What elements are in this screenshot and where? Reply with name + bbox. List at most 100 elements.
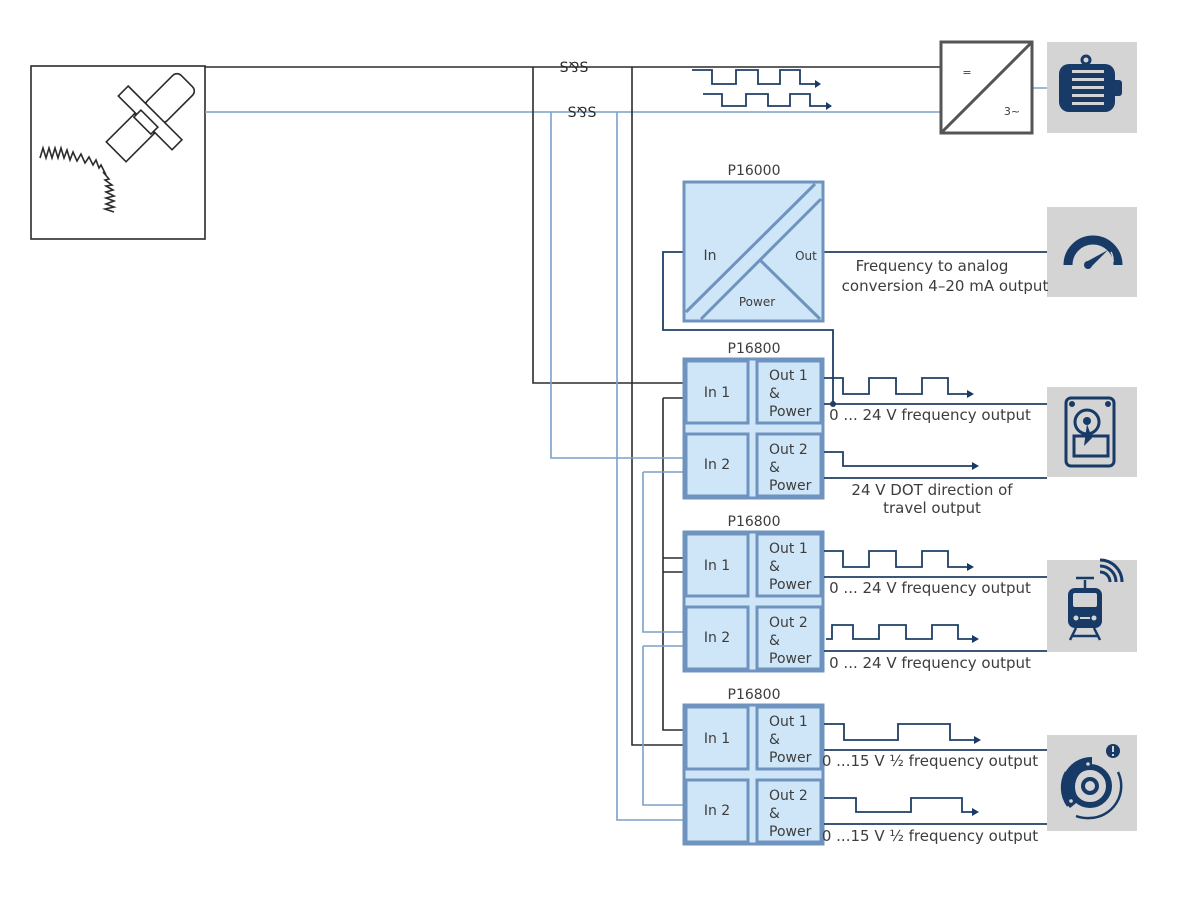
arrow-head: [972, 808, 979, 816]
converter-diagonal: [939, 40, 1034, 135]
wire-b-bus-2: [642, 645, 684, 806]
tile-background: [1047, 207, 1137, 297]
wire-a-to-p16800-2-in1: [663, 557, 684, 573]
in1-cell: [684, 359, 750, 425]
out1-label: Power: [769, 404, 812, 420]
shield-mark-b: S⅋S: [568, 105, 597, 121]
frequency-converter: = 3~: [939, 40, 1034, 135]
out2-description: 0 ... 24 V frequency output: [829, 654, 1031, 672]
brake-disc-warning-icon: [1060, 744, 1123, 820]
out1-description: 0 ... 24 V frequency output: [829, 406, 1031, 424]
out2-waveform: [824, 797, 974, 813]
shield-mark-a: S⅋S: [560, 60, 589, 76]
pulse-wave-b: [703, 93, 826, 107]
out1-label: &: [769, 386, 780, 402]
out2-label: Power: [769, 651, 812, 667]
out2-description: 24 V DOT direction of: [851, 481, 1013, 499]
out2-label: &: [769, 633, 780, 649]
out1-cell: [755, 532, 823, 598]
out2-cell: [755, 432, 823, 498]
out1-waveform: [824, 377, 967, 395]
converter-input-symbol: =: [962, 66, 971, 79]
out2-label: Out 2: [769, 442, 808, 458]
pulse-signals-top: [692, 69, 832, 110]
out1-label: Power: [769, 577, 812, 593]
arrow-head: [967, 563, 974, 571]
wire-b-to-p16800-3-in2: [616, 112, 684, 821]
out2-label: Out 2: [769, 615, 808, 631]
p16000-power-label: Power: [739, 295, 775, 309]
arrow-head: [972, 462, 979, 470]
p16000-output-text-line1: Frequency to analog: [856, 257, 1009, 275]
wire-a-bus-inner: [662, 397, 684, 731]
tram-icon: [1068, 558, 1124, 641]
out1-waveform: [824, 723, 974, 741]
out2-cell: [755, 778, 823, 844]
out2-waveform: [824, 451, 972, 467]
out1-cell: [755, 705, 823, 771]
sensor-block: [30, 65, 206, 240]
in2-cell: [684, 605, 750, 671]
pulse-wave-a: [692, 69, 815, 85]
p16000-title: P16000: [728, 163, 781, 179]
out1-description: 0 ... 24 V frequency output: [829, 579, 1031, 597]
arrow-head: [974, 736, 981, 744]
in1-cell: [684, 532, 750, 598]
p16000-output-text-line2: conversion 4–20 mA output: [842, 277, 1049, 295]
out2-waveform: [826, 624, 972, 640]
in1-label: In 1: [704, 558, 730, 574]
p16800-title: P16800: [728, 341, 781, 357]
out2-label: &: [769, 806, 780, 822]
brake-disc-tile: [1047, 735, 1137, 831]
out1-label: Out 1: [769, 368, 808, 384]
p16800-title: P16800: [728, 687, 781, 703]
in2-cell: [684, 778, 750, 844]
out2-label: &: [769, 460, 780, 476]
motor-tile: [1047, 42, 1137, 133]
wire-b-to-p16800-1-in2: [550, 112, 684, 459]
arrow-head: [815, 80, 821, 88]
in1-cell: [684, 705, 750, 771]
wire-p16000-in-feedback: [662, 251, 834, 404]
out1-label: Out 1: [769, 714, 808, 730]
out1-cell: [755, 359, 823, 425]
out1-label: &: [769, 559, 780, 575]
converter-output-symbol: 3~: [1004, 105, 1020, 118]
out1-label: Power: [769, 750, 812, 766]
out1-label: Out 1: [769, 541, 808, 557]
speedometer-icon: [1063, 235, 1123, 269]
in2-cell: [684, 432, 750, 498]
in1-label: In 1: [704, 385, 730, 401]
out2-cell: [755, 605, 823, 671]
in2-label: In 2: [704, 457, 730, 473]
p16800-title: P16800: [728, 514, 781, 530]
p16000-out-label: Out: [795, 249, 817, 263]
in2-label: In 2: [704, 803, 730, 819]
out2-label: Out 2: [769, 788, 808, 804]
out2-description: 0 ...15 V ½ frequency output: [822, 827, 1038, 845]
out2-label: Power: [769, 824, 812, 840]
in1-label: In 1: [704, 731, 730, 747]
tile-background: [1047, 735, 1137, 831]
out2-description: travel output: [883, 499, 981, 517]
motor-icon: [1059, 54, 1122, 112]
p16000-device: P16000 In Out Power Frequency to analog …: [682, 163, 1049, 323]
p16000-in-label: In: [703, 248, 716, 264]
arrow-head: [967, 390, 974, 398]
wire-a-to-p16800-3-in1: [631, 67, 684, 746]
in2-label: In 2: [704, 630, 730, 646]
wire-a-to-p16800-1-in1: [532, 67, 684, 384]
hard-disk-tile: [1047, 387, 1137, 477]
sensor-gear-icon: [39, 72, 196, 213]
tram-tile: [1047, 558, 1137, 652]
out1-waveform: [824, 550, 967, 568]
out1-label: &: [769, 732, 780, 748]
arrow-head: [972, 635, 979, 643]
out1-description: 0 ...15 V ½ frequency output: [822, 752, 1038, 770]
hard-disk-icon: [1064, 396, 1116, 468]
out2-label: Power: [769, 478, 812, 494]
wire-b-bus-1: [642, 471, 684, 633]
